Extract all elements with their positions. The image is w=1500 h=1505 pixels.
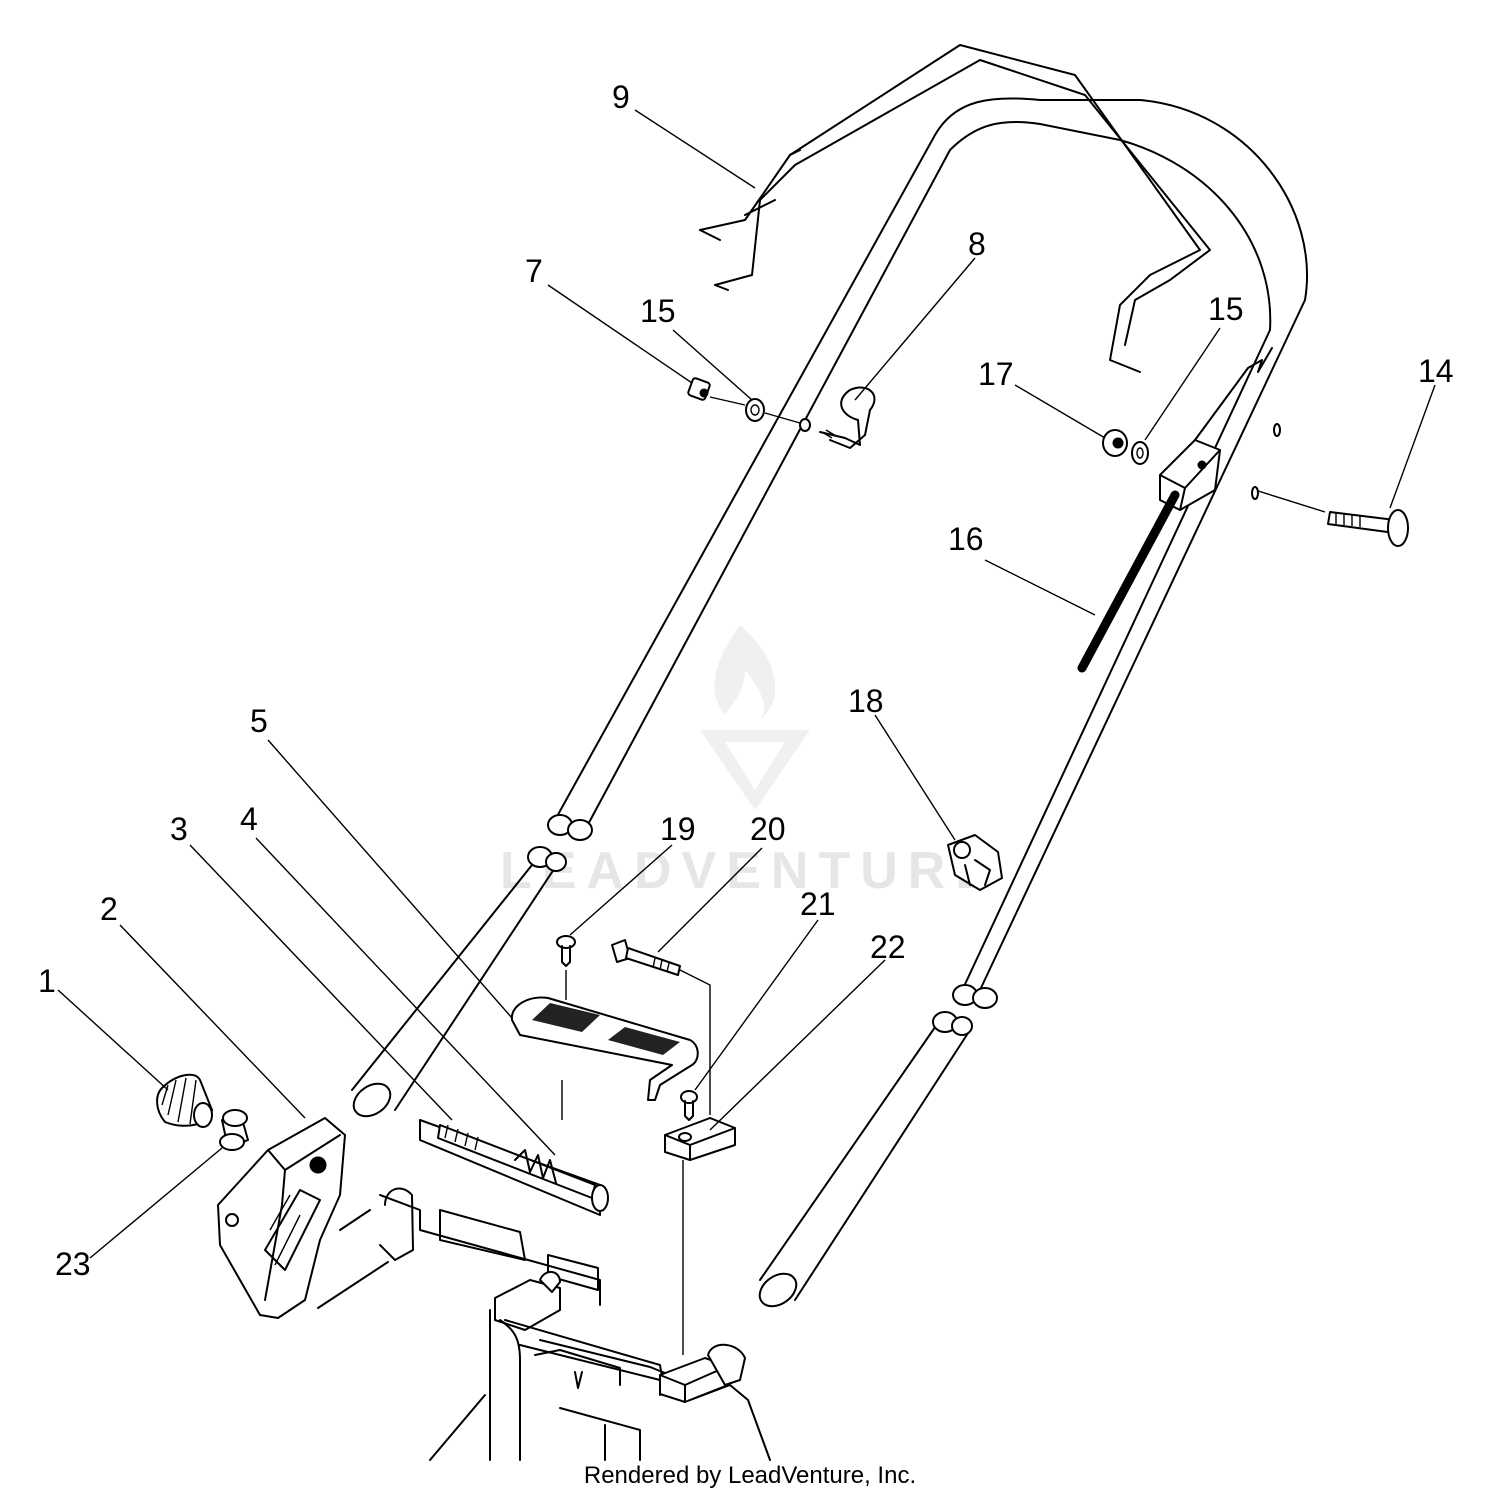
knob-part-1 [156, 1073, 213, 1128]
cable-part-16 [1077, 490, 1180, 673]
washer-part-15-right [1131, 441, 1149, 465]
callout-16: 16 [948, 521, 984, 557]
callout-1: 1 [38, 963, 56, 999]
callout-2: 2 [100, 891, 118, 927]
clip-part-8 [819, 386, 876, 449]
callout-17: 17 [978, 356, 1014, 392]
nut-part-17 [1102, 429, 1128, 457]
callout-4: 4 [240, 801, 258, 837]
lower-handle-left [351, 846, 567, 1118]
handle-bracket-part-2 [217, 1117, 346, 1319]
washer-part-15-left [709, 396, 811, 432]
callout-23: 23 [55, 1246, 91, 1282]
watermark-logo [700, 625, 810, 810]
callout-20: 20 [750, 811, 786, 847]
callout-21: 21 [800, 886, 836, 922]
bracket-plate-part-5 [510, 996, 699, 1120]
leader-lines [57, 109, 1436, 1259]
callout-22: 22 [870, 929, 906, 965]
upper-handle-tube [547, 97, 1308, 1009]
spring-part-4 [514, 1149, 557, 1184]
callout-5: 5 [250, 703, 268, 739]
callout-7: 7 [525, 253, 543, 289]
callout-14: 14 [1418, 353, 1454, 389]
screw-part-19 [556, 935, 576, 1000]
callout-labels: 1 2 3 4 5 7 8 9 14 15 15 16 17 18 19 20 … [38, 79, 1454, 1282]
bolt-part-3 [419, 1119, 609, 1216]
callout-8: 8 [968, 226, 986, 262]
bolt-part-14 [1251, 423, 1409, 547]
callout-15-left: 15 [640, 293, 676, 329]
spacer-part-23 [219, 1109, 249, 1151]
watermark-text: LEADVENTURE [500, 842, 1000, 900]
bolt-part-20 [611, 939, 711, 1115]
callout-18: 18 [848, 683, 884, 719]
lower-handle-right [758, 1011, 973, 1308]
cable-clamp-part-18 [947, 834, 1003, 891]
spacer-block-part-22 [664, 1117, 736, 1355]
nut-part-7 [687, 377, 711, 401]
callout-9: 9 [612, 79, 630, 115]
screw-part-21 [680, 1090, 698, 1121]
callout-19: 19 [660, 811, 696, 847]
cable-bracket [1159, 347, 1273, 511]
footer-credit: Rendered by LeadVenture, Inc. [583, 1462, 917, 1489]
callout-3: 3 [170, 811, 188, 847]
mower-deck-housing [317, 1187, 771, 1461]
bail-handle-part-9 [699, 44, 1211, 373]
callout-15-right: 15 [1208, 291, 1244, 327]
